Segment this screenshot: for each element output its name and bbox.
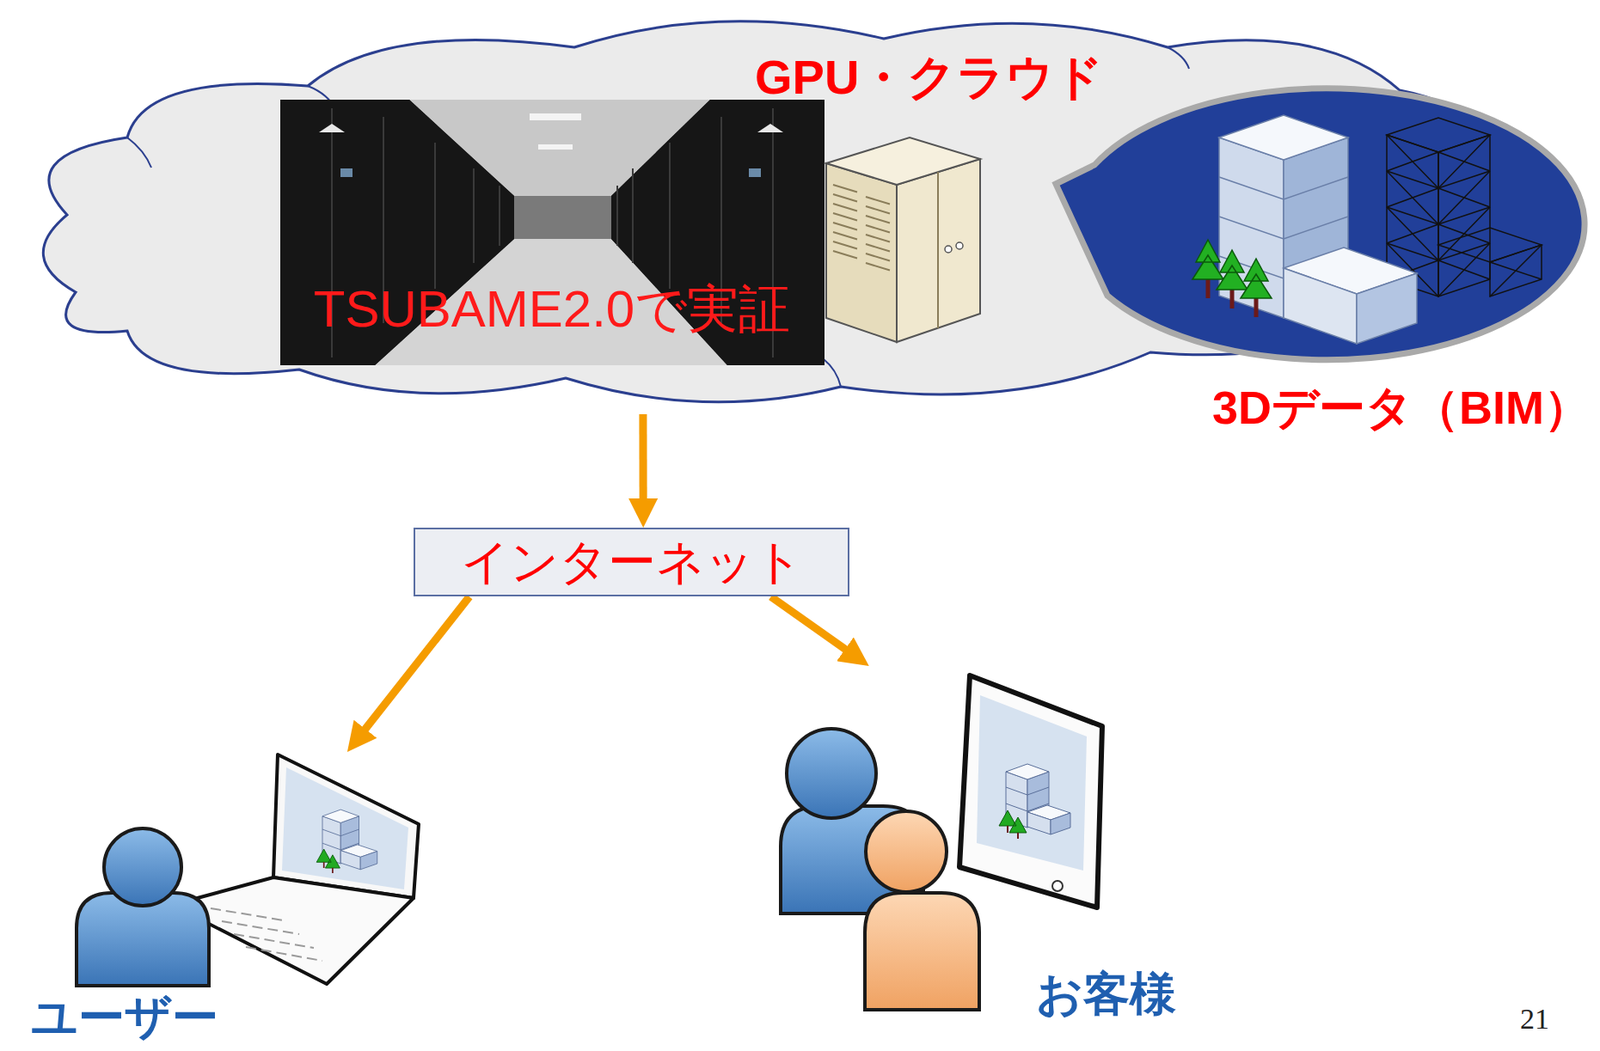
user-figure: ユーザー (25, 752, 439, 1049)
laptop-screen (273, 754, 419, 899)
customer-illustration (780, 675, 1103, 1011)
internet-box: インターネット (413, 527, 850, 597)
person-head (865, 811, 947, 893)
server-led (956, 242, 963, 250)
laptop-display (281, 767, 409, 890)
customer-name: お客様 (1036, 967, 1177, 1021)
photo-light (538, 144, 573, 150)
text-holder: お客様 (1036, 967, 1177, 1021)
cloud-arc (127, 137, 152, 168)
laptop-keys (210, 908, 323, 962)
flow-arrow (638, 414, 647, 514)
server-room-photo (280, 99, 825, 366)
tablet (959, 675, 1103, 908)
rack-screen (340, 168, 353, 178)
photo-lamp (318, 123, 345, 133)
server-side (896, 159, 981, 343)
rack-screen (748, 168, 761, 178)
photo-lamp (757, 123, 784, 133)
flow-arrow (355, 596, 469, 741)
photo-panel: TSUBAME2.0で実証 (280, 99, 825, 366)
server-front (826, 163, 897, 343)
server-seam (937, 171, 939, 329)
tablet-building (999, 764, 1071, 840)
cloud-arc (1167, 47, 1190, 69)
gpu-cloud: GPU・クラウド TSUBAME2.0で実証 (15, 8, 1512, 415)
box-text: インターネット (460, 534, 804, 590)
photo-ground (280, 99, 825, 366)
bubble-shape (1055, 88, 1585, 361)
flow-arrow (771, 596, 858, 658)
customer-figure: お客様 (773, 666, 1221, 1045)
laptop-building (316, 809, 378, 874)
server-icon (826, 137, 981, 343)
person-head (786, 729, 877, 819)
tablet-button (1052, 881, 1063, 892)
bubble-caption: 3Dデータ（BIM） (1212, 380, 1591, 435)
text-holder: ユーザー (30, 990, 219, 1044)
cloud-arc (307, 85, 336, 111)
server-vents (833, 184, 890, 271)
data-bubble: 3Dデータ（BIM） (1055, 81, 1598, 443)
page-number: 21 (1520, 1002, 1550, 1037)
tablet-display (976, 695, 1087, 871)
photo-caption: TSUBAME2.0で実証 (313, 279, 791, 339)
person-head (104, 828, 182, 907)
tree (1240, 258, 1272, 299)
text-holder: GPU・クラウド (754, 49, 1104, 105)
server-led (944, 245, 952, 253)
user-illustration (76, 754, 419, 987)
cloud-heading: GPU・クラウド (754, 49, 1104, 105)
text-holder: 21 (1520, 1002, 1550, 1037)
text-holder: インターネット (460, 534, 804, 590)
cloud-arc (823, 359, 841, 387)
text-holder: TSUBAME2.0で実証 (313, 279, 791, 339)
tree (1216, 250, 1248, 290)
text-holder: 3Dデータ（BIM） (1212, 380, 1591, 435)
person-body (864, 893, 980, 1011)
connectors (355, 414, 857, 742)
photo-light (529, 113, 582, 121)
user-name: ユーザー (30, 990, 219, 1044)
photo-wall (514, 196, 612, 240)
